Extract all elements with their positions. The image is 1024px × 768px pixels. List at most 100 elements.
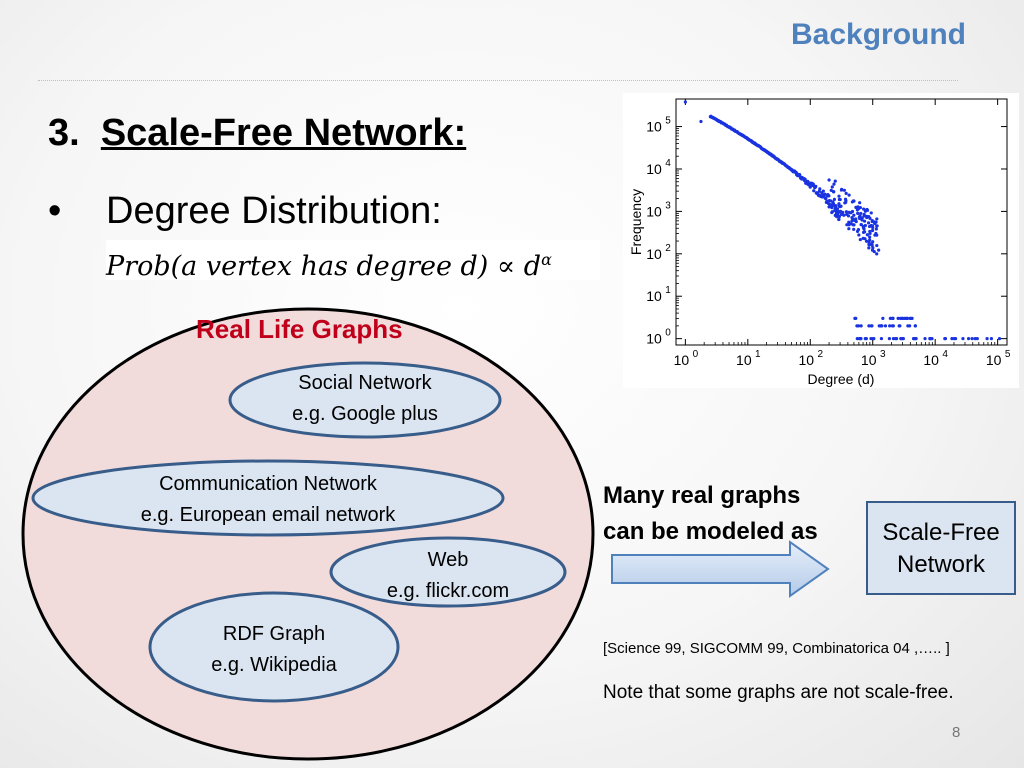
x-axis-label: Degree (d) bbox=[808, 371, 875, 387]
data-point bbox=[871, 225, 875, 230]
data-point bbox=[827, 178, 831, 182]
data-point bbox=[950, 337, 954, 341]
bullet-text: Degree Distribution: bbox=[106, 190, 442, 232]
data-point bbox=[869, 337, 873, 341]
web-example: e.g. flickr.com bbox=[386, 580, 510, 602]
data-point bbox=[887, 337, 892, 341]
data-point bbox=[870, 228, 875, 233]
bullet-marker: • bbox=[48, 190, 62, 232]
data-point bbox=[858, 206, 862, 210]
scale-free-network-box: Scale-Free Network bbox=[866, 501, 1016, 595]
data-point bbox=[830, 185, 834, 189]
data-point bbox=[844, 210, 848, 214]
data-point bbox=[847, 193, 851, 197]
data-point bbox=[862, 219, 867, 223]
data-point bbox=[823, 192, 827, 196]
data-point bbox=[842, 188, 846, 192]
data-point bbox=[859, 223, 863, 227]
data-point bbox=[870, 324, 874, 328]
data-point bbox=[833, 207, 837, 212]
data-point bbox=[891, 316, 895, 321]
data-point bbox=[877, 248, 881, 252]
data-point bbox=[837, 217, 841, 222]
rdf-graph-label: RDF Graph e.g. Wikipedia bbox=[164, 619, 384, 681]
data-point bbox=[853, 316, 857, 321]
x-tick-label: 10 bbox=[923, 352, 939, 368]
data-point bbox=[852, 227, 856, 231]
data-point bbox=[847, 210, 851, 214]
plot-points bbox=[683, 100, 1002, 341]
data-point bbox=[865, 233, 869, 237]
y-axis-label: Frequency bbox=[628, 189, 644, 255]
data-point bbox=[896, 316, 900, 321]
data-point bbox=[829, 203, 833, 207]
data-point bbox=[832, 197, 837, 201]
section-title: Background bbox=[790, 18, 966, 51]
diagram-title: Real Life Graphs bbox=[196, 314, 403, 344]
data-point bbox=[961, 337, 965, 341]
data-point bbox=[857, 233, 861, 237]
data-point bbox=[837, 194, 841, 198]
social-network-name: Social Network bbox=[298, 372, 432, 394]
data-point bbox=[930, 337, 934, 341]
data-point bbox=[868, 229, 872, 234]
data-point bbox=[869, 211, 873, 215]
data-point bbox=[843, 197, 848, 201]
formula-text: Prob(a vertex has degree d) ∝ d bbox=[106, 251, 542, 282]
data-point bbox=[835, 207, 840, 211]
y-tick-label: 10 bbox=[646, 161, 662, 177]
data-point bbox=[952, 337, 956, 341]
x-tick-label: 10 bbox=[861, 352, 877, 368]
data-point bbox=[872, 337, 876, 341]
y-tick-exponent: 4 bbox=[665, 158, 671, 169]
references: [Science 99, SIGCOMM 99, Combinatorica 0… bbox=[603, 640, 950, 657]
data-point bbox=[854, 205, 858, 209]
data-point bbox=[852, 213, 856, 217]
conclusion-lead-line1: Many real graphs bbox=[603, 482, 801, 509]
web-name: Web bbox=[427, 549, 469, 571]
data-point bbox=[891, 337, 896, 341]
data-point bbox=[870, 248, 875, 252]
data-point bbox=[875, 243, 879, 248]
data-point bbox=[985, 337, 989, 341]
data-point bbox=[874, 231, 878, 236]
data-point bbox=[859, 211, 863, 216]
data-point bbox=[859, 337, 863, 341]
data-point bbox=[970, 337, 974, 341]
data-point bbox=[910, 316, 914, 321]
data-point bbox=[859, 324, 863, 328]
data-point bbox=[856, 324, 861, 328]
heading-number: 3. bbox=[48, 112, 80, 154]
y-tick-exponent: 1 bbox=[665, 285, 671, 296]
data-point bbox=[866, 221, 871, 225]
x-tick-label: 10 bbox=[986, 352, 1002, 368]
data-point bbox=[901, 337, 905, 341]
x-tick-exponent: 0 bbox=[693, 349, 699, 360]
node-rdf-graph bbox=[148, 591, 400, 703]
data-point bbox=[888, 324, 892, 328]
data-point bbox=[879, 337, 884, 341]
data-point bbox=[836, 209, 840, 213]
data-point bbox=[904, 316, 908, 321]
data-point bbox=[808, 185, 812, 189]
data-point bbox=[814, 184, 818, 188]
data-point bbox=[923, 337, 927, 341]
data-point bbox=[868, 235, 872, 239]
real-life-graphs-diagram bbox=[21, 307, 595, 761]
data-point bbox=[849, 222, 853, 226]
data-point bbox=[883, 324, 888, 328]
title-divider bbox=[38, 80, 958, 81]
data-point bbox=[855, 337, 859, 341]
data-point bbox=[875, 224, 879, 228]
node-web bbox=[329, 536, 567, 608]
x-tick-exponent: 5 bbox=[1005, 349, 1011, 360]
data-point bbox=[863, 223, 867, 228]
data-point bbox=[839, 204, 843, 208]
data-point bbox=[844, 191, 848, 195]
data-point bbox=[858, 237, 862, 242]
data-point bbox=[862, 212, 866, 216]
data-point bbox=[857, 215, 861, 219]
data-point bbox=[862, 227, 866, 231]
